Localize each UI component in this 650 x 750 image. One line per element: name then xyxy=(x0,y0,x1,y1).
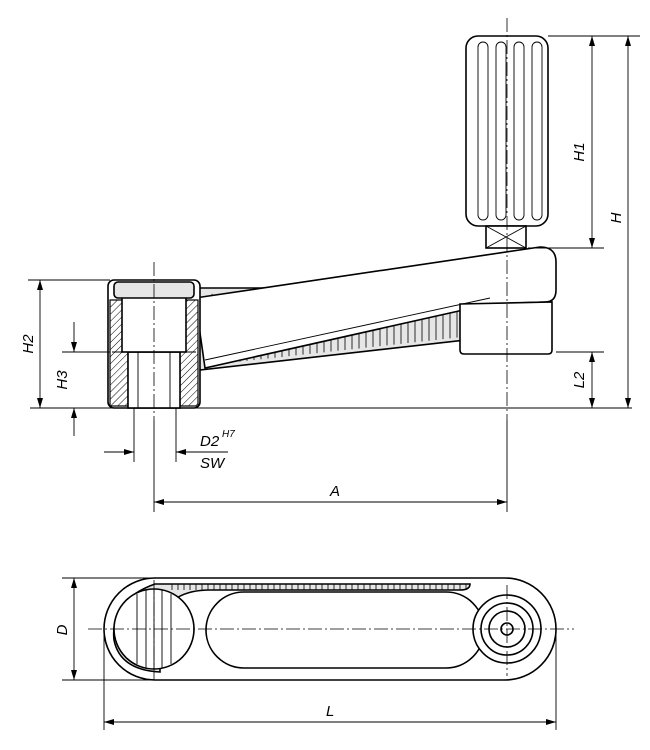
label-D: D xyxy=(54,624,71,635)
label-A: A xyxy=(329,483,340,500)
label-H3: H3 xyxy=(54,370,71,390)
label-H1: H1 xyxy=(571,142,588,161)
label-H2: H2 xyxy=(20,334,37,354)
label-SW: SW xyxy=(200,455,226,472)
side-view: H1 H L2 H2 H3 D2 H7 SW A xyxy=(20,18,640,512)
arm-slot xyxy=(205,591,485,669)
label-L: L xyxy=(326,703,334,720)
arm-end-boss xyxy=(459,301,553,355)
top-view: D L xyxy=(54,577,574,730)
label-L2: L2 xyxy=(571,371,588,388)
arm-edge-line xyxy=(204,297,491,361)
grip-flutes xyxy=(477,41,543,221)
top-knurl-pattern xyxy=(171,584,467,590)
label-H7: H7 xyxy=(222,429,235,440)
label-D2: D2 xyxy=(200,433,220,450)
label-H: H xyxy=(608,212,625,223)
